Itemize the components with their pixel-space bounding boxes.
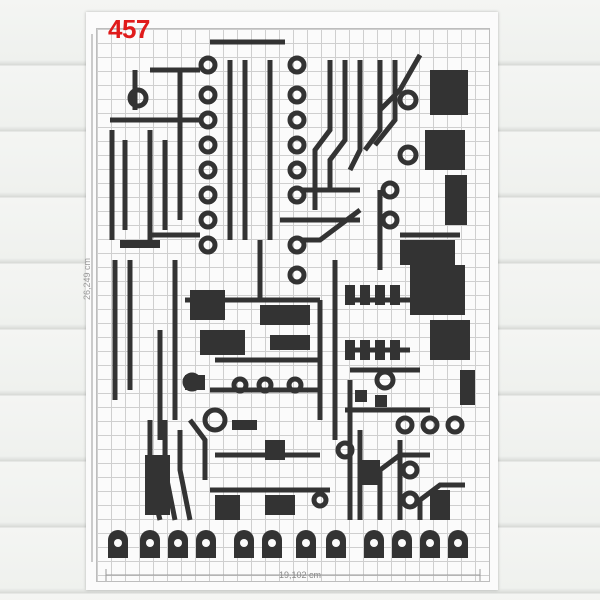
bottom-pad-holes [114,539,462,547]
solder-ring-pads [127,55,465,510]
width-dimension-label: 19,102 cm [278,570,322,580]
height-dimension-label: 26,249 cm [82,257,92,300]
dimension-lines [91,34,481,581]
bottom-connector-pads [108,530,468,558]
solid-component-blocks [120,70,475,520]
product-number: 457 [108,14,150,44]
diagonal-traces [147,53,465,521]
vertical-traces [109,60,403,520]
